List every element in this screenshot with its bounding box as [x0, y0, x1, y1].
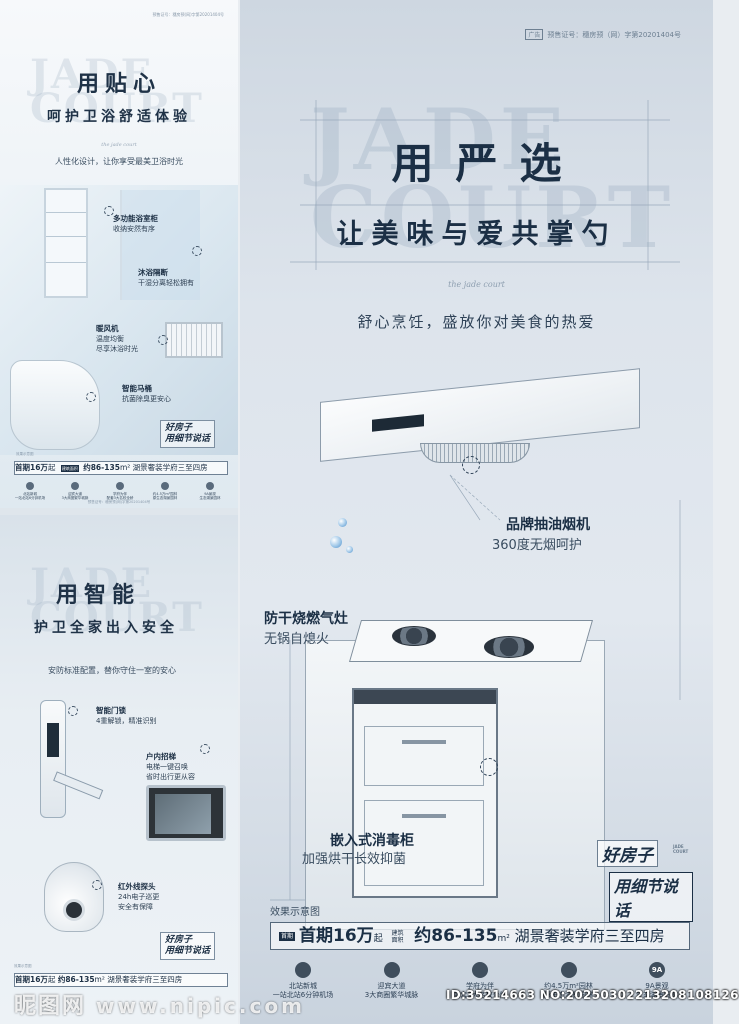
tree-icon — [560, 962, 577, 978]
shower-screen-illustration — [120, 190, 200, 300]
sterilizer-illustration — [352, 688, 498, 898]
callout-shower: 沐浴隔断干湿分离轻松拥有 — [138, 268, 194, 287]
toilet-illustration — [10, 360, 100, 450]
price-bar: 首期16万起 约86-135m² 湖景奢装学府三至四房 — [14, 973, 228, 987]
kitchen-poster: 广告预售证号：穗房预（网）字第20201404号 JADE COURT 用严选 … — [240, 0, 713, 1024]
poster-desc: 安防标准配置，替你守住一室的安心 — [48, 666, 176, 675]
effect-note: 效果示意图 — [270, 907, 320, 918]
landscape-icon — [206, 482, 214, 490]
school-icon — [472, 962, 488, 978]
school-icon — [116, 482, 124, 490]
tree-icon — [161, 482, 169, 490]
feature-item: 约4.5万m²园林原生态湖景园林 — [145, 482, 185, 502]
effect-note: 效果示意图 — [14, 964, 32, 968]
watermark-text: JADE COURT — [30, 51, 204, 132]
water-drop-icon — [346, 546, 353, 553]
callout-marker-icon — [192, 246, 202, 256]
burner-icon — [392, 626, 436, 646]
permit-text: 广告预售证号：穗房预（网）字第20201404号 — [525, 29, 681, 40]
heater-illustration — [165, 322, 223, 358]
watermark-bottom: COURT — [310, 168, 675, 267]
bathroom-poster: 预售证号：穗房预(网)字第20201404号 JADE COURT 用贴心 呵护… — [0, 0, 238, 508]
watermark-text: JADE COURT — [30, 560, 204, 641]
feature-item: 学府为伴配套3大名校全龄 — [100, 482, 140, 502]
feature-item: 北站新城一站北站6分钟机场 — [10, 482, 50, 502]
water-drop-icon — [330, 536, 342, 548]
road-icon — [383, 962, 400, 978]
poster-title: 用智能 — [56, 583, 141, 608]
image-id-stamp: ID:35214663 NO:20250302213208108126 — [446, 988, 739, 1002]
elevator-panel-illustration — [146, 785, 226, 841]
price-bar: 首期首期16万起 建筑面积 约86-135m² 湖景奢装学府三至四房 — [270, 922, 690, 950]
footer-permit: 预售证号：穗房预(网)字第20201404号 — [87, 500, 151, 504]
permit-text: 预售证号：穗房预(网)字第20201404号 — [152, 12, 224, 17]
poster-desc: 舒心烹饪，盛放你对美食的热爱 — [357, 313, 596, 331]
callout-sterilizer-title: 嵌入式消毒柜 — [330, 833, 414, 849]
bathroom-cabinet-illustration — [44, 188, 88, 298]
callout-stove-note: 无锅自熄火 — [264, 632, 330, 647]
feature-item: 约4.5万m²园林原生态湖景园林 — [526, 962, 612, 1012]
price-bar: 首期16万起 建筑面积 约86-135m² 湖景奢装学府三至四房 — [14, 461, 228, 475]
signature: the jade court — [101, 142, 137, 148]
location-icon — [26, 482, 34, 490]
poster-subtitle: 呵护卫浴舒适体验 — [47, 109, 191, 125]
callout-marker-icon — [158, 335, 168, 345]
nine-a-badge-icon: 9A — [649, 962, 665, 978]
slogan-badge: 好房子用细节说话 — [160, 932, 216, 960]
callout-marker-icon — [200, 744, 210, 754]
poster-subtitle: 护卫全家出入安全 — [34, 620, 178, 636]
poster-title: 用贴心 — [76, 72, 161, 97]
callout-marker-icon — [104, 206, 114, 216]
road-icon — [71, 482, 79, 490]
poster-title: 用严选 — [391, 139, 584, 188]
callout-sterilizer-note: 加强烘干长效抑菌 — [302, 852, 407, 867]
callout-marker-icon — [68, 706, 78, 716]
signature: the jade court — [448, 280, 505, 289]
range-hood-illustration — [320, 365, 650, 463]
watermark-top: JADE — [310, 90, 568, 189]
callout-elevator: 户内招梯电梯一键召唤 省时出行更从容 — [146, 752, 195, 781]
infrared-camera-illustration — [44, 862, 104, 932]
callout-toilet: 智能马桶抗菌除臭更安心 — [122, 384, 171, 403]
callout-marker-icon — [462, 456, 480, 474]
callout-hood-note: 360度无烟呵护 — [492, 538, 582, 553]
effect-note: 效果示意图 — [16, 452, 34, 456]
callout-marker-icon — [92, 880, 102, 890]
callout-stove-title: 防干烧燃气灶 — [264, 611, 348, 627]
slogan-badge: 好房子用细节说话 — [160, 420, 216, 448]
location-icon — [295, 962, 311, 978]
callout-hood-title: 品牌抽油烟机 — [506, 517, 590, 533]
smart-lock-illustration — [40, 700, 104, 818]
slogan-badge: 好房子 JADE COURT 用细节说话 — [595, 838, 693, 922]
feature-item: 北站新城一站北站6分钟机场 — [260, 962, 346, 1012]
left-column: 预售证号：穗房预(网)字第20201404号 JADE COURT 用贴心 呵护… — [0, 0, 238, 1024]
feature-item: 9A景观生态湖景园林 — [190, 482, 230, 502]
gas-stove-illustration — [348, 620, 594, 662]
callout-cabinet: 多功能浴室柜收纳安然有序 — [113, 214, 158, 233]
callout-marker-icon — [480, 758, 498, 776]
callout-heater: 暖风机温度均衡 尽享沐浴时光 — [96, 324, 138, 353]
feature-item: 学府为伴配套3大名校全龄 — [437, 962, 523, 1012]
burner-icon — [484, 636, 534, 658]
poster-desc: 人性化设计，让你享受最美卫浴时光 — [55, 157, 183, 166]
poster-subtitle: 让美味与爱共掌勺 — [336, 219, 617, 250]
water-drop-icon — [338, 518, 347, 527]
callout-marker-icon — [86, 392, 96, 402]
